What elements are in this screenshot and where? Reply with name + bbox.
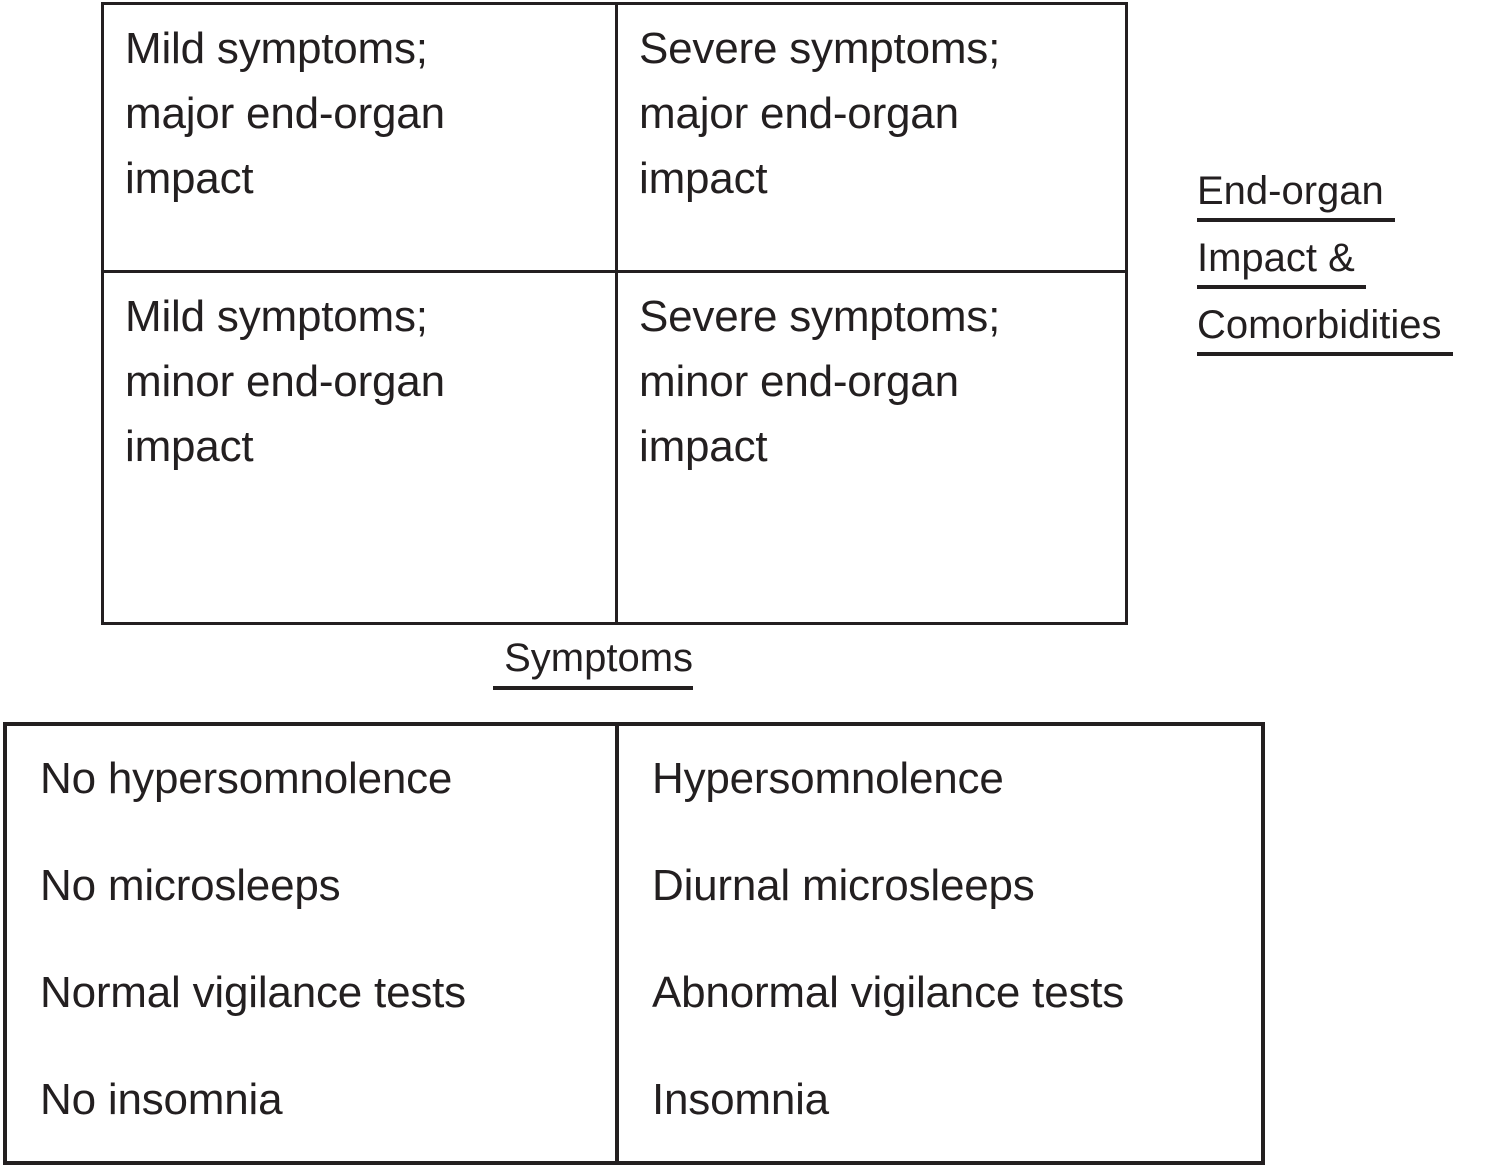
list-item: Diurnal microsleeps bbox=[652, 861, 1035, 910]
matrix-quadrant-top-left-label: Mild symptoms; major end-organ impact bbox=[125, 24, 445, 203]
list-item: Hypersomnolence bbox=[652, 754, 1004, 803]
list-item: Normal vigilance tests bbox=[40, 968, 466, 1017]
y-axis-label: End-organ Impact & Comorbidities bbox=[1197, 158, 1500, 359]
x-axis-label-line: Symptoms bbox=[493, 634, 823, 690]
symptom-column-present: Hypersomnolence Diurnal microsleeps Abno… bbox=[652, 753, 1252, 1167]
matrix-vertical-divider bbox=[615, 5, 618, 622]
list-item: No microsleeps bbox=[40, 861, 341, 910]
matrix-quadrant-top-right-label: Severe symptoms; major end-organ impact bbox=[639, 24, 1001, 203]
y-axis-label-line-3: Comorbidities bbox=[1197, 292, 1500, 359]
matrix-horizontal-divider bbox=[104, 270, 1125, 273]
y-axis-label-line-2: Impact & bbox=[1197, 225, 1500, 292]
list-item: Insomnia bbox=[652, 1075, 829, 1124]
matrix-quadrant-bottom-left: Mild symptoms; minor end-organ impact bbox=[125, 284, 595, 479]
matrix-quadrant-bottom-left-label: Mild symptoms; minor end-organ impact bbox=[125, 292, 445, 471]
severity-matrix: Mild symptoms; major end-organ impact Se… bbox=[101, 2, 1128, 625]
matrix-quadrant-bottom-right: Severe symptoms; minor end-organ impact bbox=[639, 284, 1109, 479]
x-axis-label-text: Symptoms bbox=[493, 635, 694, 690]
y-axis-label-line-3-text: Comorbidities bbox=[1197, 302, 1453, 356]
y-axis-label-line-2-text: Impact & bbox=[1197, 235, 1366, 289]
matrix-quadrant-top-right: Severe symptoms; major end-organ impact bbox=[639, 16, 1109, 211]
matrix-quadrant-bottom-right-label: Severe symptoms; minor end-organ impact bbox=[639, 292, 1001, 471]
symptom-column-absent: No hypersomnolence No microsleeps Normal… bbox=[40, 753, 600, 1167]
matrix-quadrant-top-left: Mild symptoms; major end-organ impact bbox=[125, 16, 595, 211]
list-item: Abnormal vigilance tests bbox=[652, 968, 1125, 1017]
symptom-vertical-divider bbox=[615, 726, 619, 1161]
symptom-comparison-box: No hypersomnolence No microsleeps Normal… bbox=[3, 722, 1265, 1165]
list-item: No insomnia bbox=[40, 1075, 283, 1124]
list-item: No hypersomnolence bbox=[40, 754, 453, 803]
x-axis-label: Symptoms bbox=[493, 634, 823, 690]
y-axis-label-line-1: End-organ bbox=[1197, 158, 1500, 225]
y-axis-label-line-1-text: End-organ bbox=[1197, 168, 1395, 222]
